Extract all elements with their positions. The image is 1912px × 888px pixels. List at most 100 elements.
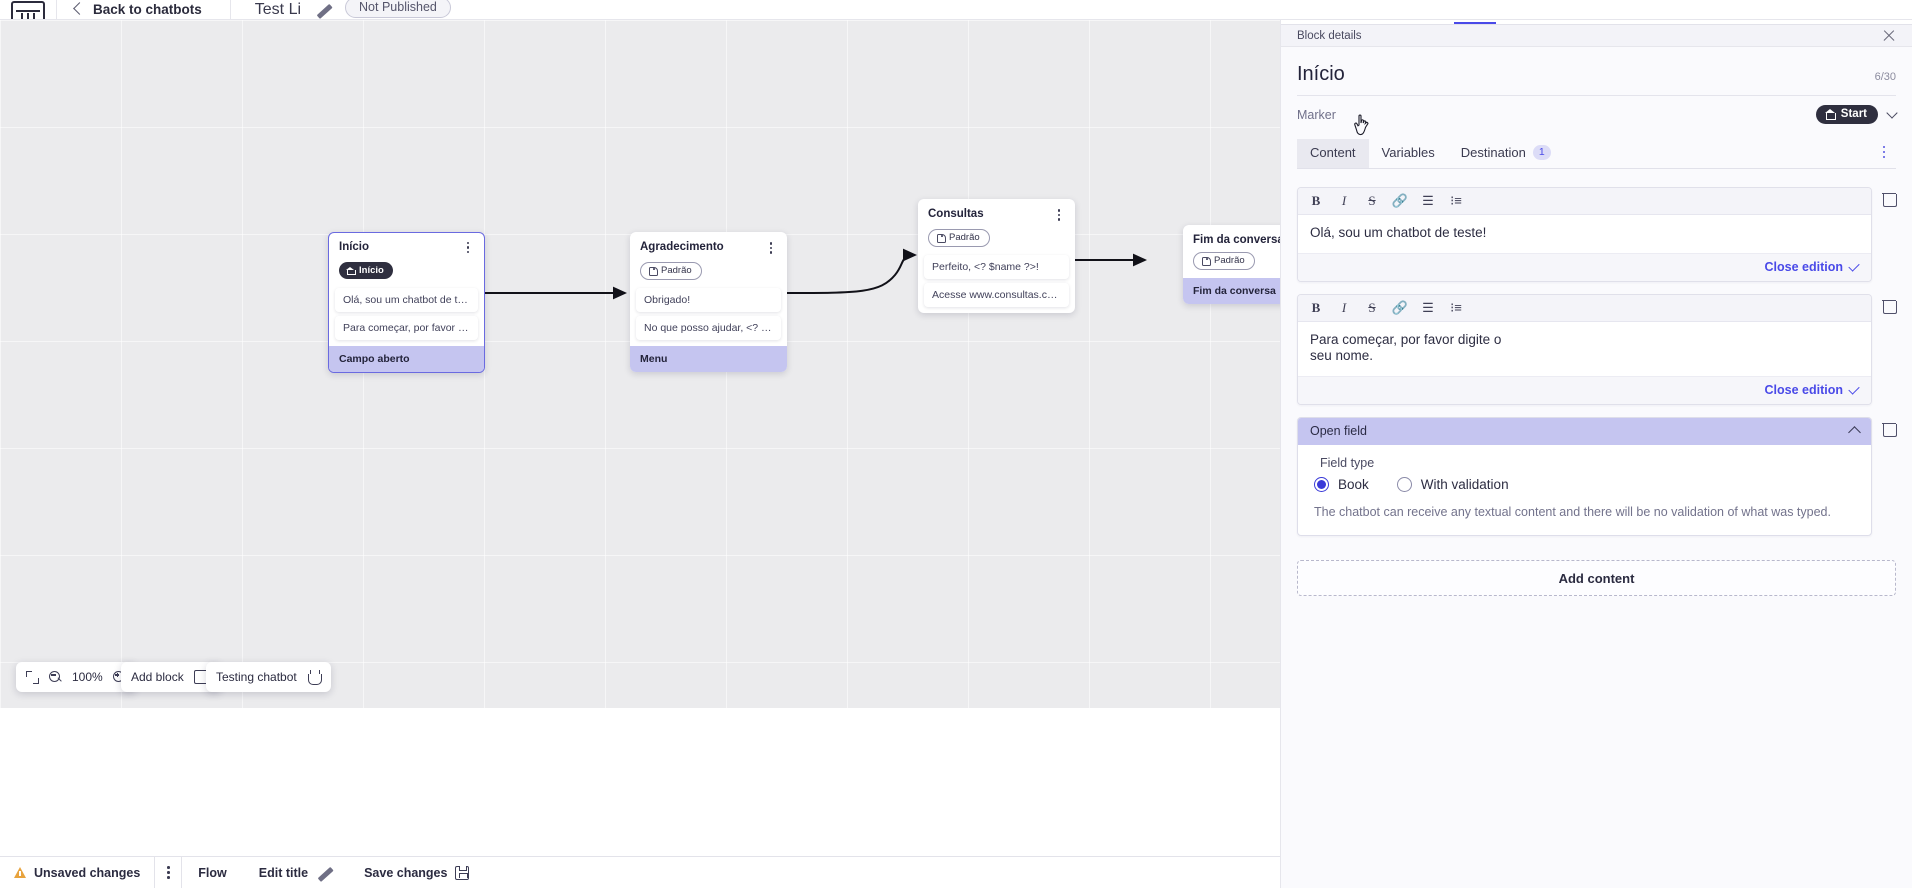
open-field-card: Open field Field type Book Wi <box>1297 417 1872 536</box>
node-row[interactable]: Perfeito, <? $name ?>! <box>924 255 1069 279</box>
close-edition-button[interactable]: Close edition <box>1764 383 1843 397</box>
subtab-variables[interactable]: Variables <box>1369 139 1448 168</box>
italic-icon[interactable]: I <box>1341 300 1347 315</box>
chevron-down-icon[interactable] <box>1886 106 1898 119</box>
zoom-level-label: 100% <box>72 670 103 684</box>
zoom-out-button[interactable] <box>49 670 62 684</box>
flow-canvas[interactable]: Início Início Olá, sou um chatbot de tes… <box>0 20 1280 708</box>
editor-text[interactable]: Olá, sou um chatbot de teste! <box>1310 225 1487 240</box>
rich-text-editor[interactable]: B I S 🔗 ☰ ⁝≡ Para começar, por favor dig… <box>1297 294 1872 405</box>
editor-toolbar: B I S 🔗 ☰ ⁝≡ <box>1298 188 1871 215</box>
node-marker-chip: Padrão <box>928 229 990 247</box>
kebab-vertical-icon[interactable] <box>1053 207 1065 223</box>
content-item-open-field: Open field Field type Book Wi <box>1297 417 1897 536</box>
chevron-up-icon[interactable] <box>1848 426 1861 439</box>
pencil-icon[interactable] <box>315 2 331 18</box>
close-icon[interactable] <box>1882 29 1896 43</box>
strikethrough-icon[interactable]: S <box>1368 300 1376 315</box>
numbered-list-icon[interactable]: ⁝≡ <box>1450 193 1462 208</box>
trash-icon[interactable] <box>1882 298 1897 314</box>
node-marker-chip-label: Padrão <box>949 232 980 243</box>
block-title-row: Início 6/30 <box>1297 47 1896 92</box>
open-field-description: The chatbot can receive any textual cont… <box>1314 505 1831 519</box>
fit-screen-icon <box>26 670 39 684</box>
kebab-vertical-icon[interactable] <box>462 240 474 256</box>
app-logo[interactable] <box>0 0 56 19</box>
destination-count-badge: 1 <box>1532 145 1551 160</box>
bold-icon[interactable]: B <box>1311 193 1321 208</box>
fit-screen-button[interactable] <box>26 670 39 684</box>
chatbot-title: Test Li <box>254 1 302 18</box>
add-block-toolbar[interactable]: Add block <box>121 662 221 692</box>
radio-option-with-validation[interactable]: With validation <box>1396 477 1509 492</box>
zoom-out-icon <box>49 670 62 684</box>
flow-node-fim-da-conversa[interactable]: Fim da conversa Padrão Fim da conversa <box>1183 225 1280 304</box>
check-icon <box>1848 382 1860 395</box>
radio-label: Book <box>1338 477 1369 492</box>
testing-chatbot-toolbar[interactable]: Testing chatbot <box>206 662 331 692</box>
italic-icon[interactable]: I <box>1341 193 1347 208</box>
marker-start-chip[interactable]: Start <box>1815 105 1878 124</box>
panel-body: Início 6/30 Marker Start Content Variabl… <box>1281 47 1912 888</box>
bold-icon[interactable]: B <box>1311 300 1321 315</box>
link-icon[interactable]: 🔗 <box>1391 193 1409 208</box>
kebab-vertical-icon[interactable] <box>765 240 777 256</box>
open-field-header[interactable]: Open field <box>1298 418 1871 445</box>
editor-footer: Close edition <box>1298 253 1871 281</box>
flow-node-agradecimento[interactable]: Agradecimento Padrão Obrigado! No que po… <box>630 232 787 372</box>
flask-icon <box>307 669 322 685</box>
radio-button[interactable] <box>1396 477 1412 492</box>
node-header: Consultas <box>918 208 1075 223</box>
node-row[interactable]: Acesse www.consultas.com par... <box>924 283 1069 307</box>
radio-button[interactable] <box>1314 477 1329 492</box>
back-to-chatbots-label: Back to chatbots <box>93 2 202 17</box>
trash-icon[interactable] <box>1882 421 1897 437</box>
bullet-list-icon[interactable]: ☰ <box>1422 300 1434 315</box>
close-edition-button[interactable]: Close edition <box>1764 260 1843 274</box>
flow-button[interactable]: Flow <box>182 857 242 888</box>
node-row[interactable]: Para começar, por favor digite o ... <box>335 315 478 340</box>
link-icon[interactable]: 🔗 <box>1391 300 1409 315</box>
save-changes-label: Save changes <box>364 865 448 880</box>
char-counter: 6/30 <box>1874 71 1896 83</box>
node-row[interactable]: Olá, sou um chatbot de teste! <box>335 287 478 312</box>
add-block-label: Add block <box>131 670 184 684</box>
radio-label: With validation <box>1420 477 1509 492</box>
node-chip-wrap: Padrão <box>918 223 1075 255</box>
flow-node-inicio[interactable]: Início Início Olá, sou um chatbot de tes… <box>328 232 485 373</box>
node-row-selected[interactable]: Campo aberto <box>329 345 484 372</box>
divider <box>1297 95 1896 96</box>
app-top-bar: Back to chatbots Test Li Not Published <box>0 0 1912 20</box>
open-field-body: Field type Book With validation The <box>1298 445 1871 535</box>
node-title: Agradecimento <box>640 241 724 253</box>
block-details-bar: Block details <box>1281 25 1912 47</box>
chevron-left-icon <box>73 2 86 15</box>
node-rows: Obrigado! No que posso ajudar, <? $name … <box>630 288 787 372</box>
node-row-selected[interactable]: Fim da conversa <box>1183 278 1280 304</box>
node-row-selected[interactable]: Menu <box>630 346 787 372</box>
bullet-list-icon[interactable]: ☰ <box>1422 193 1434 208</box>
subtab-destination[interactable]: Destination 1 <box>1448 138 1564 168</box>
node-header: Início <box>329 241 484 256</box>
rich-text-editor[interactable]: B I S 🔗 ☰ ⁝≡ Olá, sou um chatbot de test… <box>1297 187 1872 282</box>
node-row[interactable]: Obrigado! <box>636 288 781 312</box>
subtab-content[interactable]: Content <box>1297 138 1369 168</box>
kebab-vertical-icon[interactable] <box>1876 143 1892 161</box>
save-changes-button[interactable]: Save changes <box>348 857 485 888</box>
radio-option-book[interactable]: Book <box>1314 477 1369 492</box>
content-item: B I S 🔗 ☰ ⁝≡ Para começar, por favor dig… <box>1297 294 1897 405</box>
trash-icon[interactable] <box>1882 191 1897 207</box>
editor-text[interactable]: Para começar, por favor digite o seu nom… <box>1310 332 1502 363</box>
flow-node-consultas[interactable]: Consultas Padrão Perfeito, <? $name ?>! … <box>918 199 1075 313</box>
chatbot-title-group: Test Li Not Published <box>231 0 467 19</box>
node-marker-chip-label: Início <box>359 265 384 276</box>
unsaved-changes-indicator: Unsaved changes <box>0 857 154 888</box>
node-marker-chip-label: Padrão <box>661 265 692 276</box>
edit-title-button[interactable]: Edit title <box>243 857 348 888</box>
kebab-vertical-icon[interactable] <box>155 857 181 888</box>
back-to-chatbots-button[interactable]: Back to chatbots <box>57 0 230 19</box>
strikethrough-icon[interactable]: S <box>1368 193 1376 208</box>
numbered-list-icon[interactable]: ⁝≡ <box>1450 300 1462 315</box>
add-content-button[interactable]: Add content <box>1297 560 1896 596</box>
node-row[interactable]: No que posso ajudar, <? $name ... <box>636 316 781 340</box>
